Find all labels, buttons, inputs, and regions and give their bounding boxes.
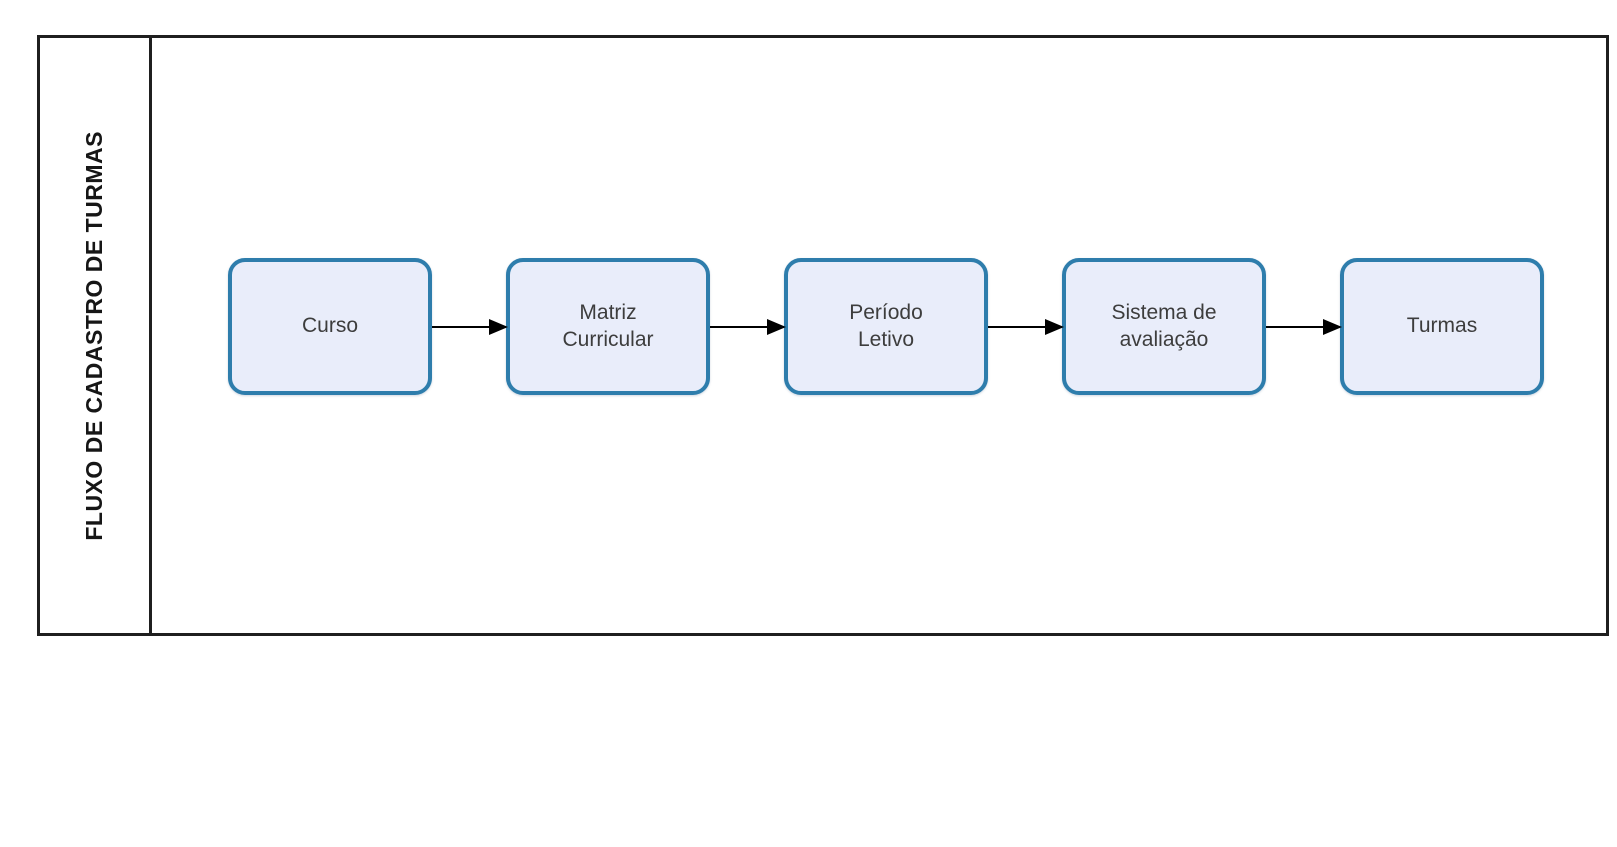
node-matriz-curricular-label: Matriz Curricular [562,301,654,351]
node-matriz-curricular: Matriz Curricular [506,258,710,395]
flow-arrow-1 [432,325,506,328]
flow-arrow-2 [710,325,784,328]
flow-arrow-3 [988,325,1062,328]
node-curso: Curso [228,258,432,395]
lane-body: Curso Matriz Curricular Período Letivo S… [152,38,1606,633]
lane-title: FLUXO DE CADASTRO DE TURMAS [81,130,107,541]
lane-header: FLUXO DE CADASTRO DE TURMAS [40,38,152,633]
node-turmas: Turmas [1340,258,1544,395]
node-curso-label: Curso [301,314,359,338]
node-sistema-de-avaliacao-label: Sistema de avaliação [1111,301,1217,351]
node-turmas-label: Turmas [1406,314,1478,338]
node-periodo-letivo-label: Período Letivo [849,301,923,351]
node-sistema-de-avaliacao: Sistema de avaliação [1062,258,1266,395]
flow-row: Curso Matriz Curricular Período Letivo S… [228,258,1544,395]
flow-arrow-4 [1266,325,1340,328]
swimlane-frame: FLUXO DE CADASTRO DE TURMAS Curso Matriz… [37,35,1609,636]
node-periodo-letivo: Período Letivo [784,258,988,395]
